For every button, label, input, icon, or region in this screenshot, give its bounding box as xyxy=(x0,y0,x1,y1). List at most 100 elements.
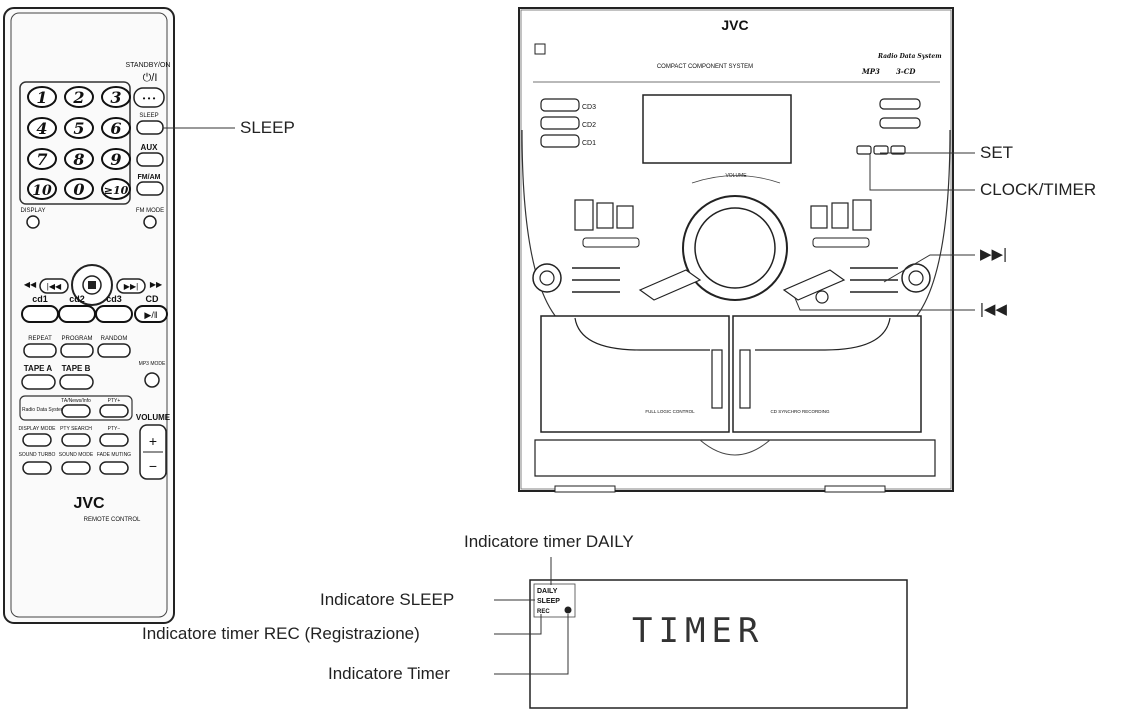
clock-timer-button[interactable] xyxy=(856,145,872,155)
svg-text:5: 5 xyxy=(73,119,84,138)
number-button[interactable] xyxy=(27,117,57,139)
sound-mode-button[interactable] xyxy=(61,461,91,475)
tape-a-button[interactable] xyxy=(21,374,56,390)
fmam-button[interactable] xyxy=(136,181,164,196)
sound-mode-label: SOUND MODE xyxy=(59,452,94,458)
number-button[interactable] xyxy=(27,86,57,108)
number-button[interactable] xyxy=(101,178,131,200)
fm-mode-label: FM MODE xyxy=(136,208,164,214)
svg-text:6: 6 xyxy=(110,119,121,138)
display-key-label: DISPLAY xyxy=(21,208,46,214)
unit-display-window xyxy=(642,94,792,164)
cd1-unit-label: CD1 xyxy=(582,140,596,147)
remote-control-label: REMOTE CONTROL xyxy=(84,517,141,523)
remote-control: STANDBY/ON ⏻/I • • • 1 2 3 4 5 6 7 8 9 xyxy=(3,7,175,624)
set-button[interactable] xyxy=(873,145,889,155)
unit-next-button[interactable] xyxy=(782,269,846,301)
full-logic-control-label: FULL LOGIC CONTROL xyxy=(645,409,695,414)
random-button[interactable] xyxy=(97,343,131,358)
fast-forward-icon: ▶▶ xyxy=(150,280,163,289)
svg-text:• • •: • • • xyxy=(143,94,156,103)
sleep-button[interactable] xyxy=(136,120,164,135)
cd2-unit-label: CD2 xyxy=(582,122,596,129)
svg-text:10: 10 xyxy=(32,183,52,199)
unit-right-cluster-button[interactable] xyxy=(810,205,828,229)
unit-right-bar-button[interactable] xyxy=(812,237,870,248)
number-buttons: 1 2 3 4 5 6 7 8 9 10 0 ≥10 xyxy=(27,86,131,200)
ta-news-info-button[interactable] xyxy=(61,404,91,418)
cd3-unit-label: CD3 xyxy=(582,104,596,111)
cd-play-button[interactable] xyxy=(134,305,168,323)
rds-label: Radio Data System xyxy=(22,407,65,413)
unit-small-button[interactable] xyxy=(890,145,906,155)
standby-symbol: ⏻/I xyxy=(143,72,158,84)
compact-component-system-label: COMPACT COMPONENT SYSTEM xyxy=(657,64,753,70)
tape-b-button[interactable] xyxy=(59,374,94,390)
number-button[interactable] xyxy=(64,117,94,139)
next-icon: ▶▶| xyxy=(124,282,138,291)
pty-search-label: PTY SEARCH xyxy=(60,426,92,432)
cd1-tray-button[interactable] xyxy=(540,134,580,148)
cd2-label: cd2 xyxy=(69,294,85,304)
tape-b-label: TAPE B xyxy=(62,364,91,373)
cd3-tray-button[interactable] xyxy=(540,98,580,112)
svg-text:3: 3 xyxy=(110,88,121,107)
pty-minus-label: PTY− xyxy=(108,426,121,432)
cd2-tray-button[interactable] xyxy=(540,116,580,130)
mp3-logo: MP3 xyxy=(861,67,880,76)
program-button[interactable] xyxy=(60,343,94,358)
svg-text:2: 2 xyxy=(72,88,84,107)
pty-search-button[interactable] xyxy=(61,433,91,447)
pty-plus-button[interactable] xyxy=(99,404,129,418)
repeat-button[interactable] xyxy=(23,343,57,358)
unit-right-button[interactable] xyxy=(879,117,921,129)
display-button[interactable] xyxy=(26,215,40,229)
right-foot xyxy=(824,485,886,493)
number-button[interactable] xyxy=(101,148,131,170)
next-callout-line xyxy=(883,254,975,283)
main-unit: JVC COMPACT COMPONENT SYSTEM Radio Data … xyxy=(518,7,954,493)
svg-text:8: 8 xyxy=(72,150,84,169)
number-button[interactable] xyxy=(27,148,57,170)
unit-right-button[interactable] xyxy=(879,98,921,110)
unit-left-bar-button[interactable] xyxy=(582,237,640,248)
ta-news-info-label: TA/News/Info xyxy=(61,398,91,404)
cd3-button[interactable] xyxy=(95,305,133,323)
standby-label: STANDBY/ON xyxy=(126,62,171,69)
number-button[interactable] xyxy=(64,148,94,170)
cd1-button[interactable] xyxy=(21,305,59,323)
prev-icon: |◀◀ xyxy=(47,282,62,291)
number-button[interactable] xyxy=(64,86,94,108)
unit-left-button[interactable] xyxy=(574,199,594,231)
cd3-label: cd3 xyxy=(106,294,122,304)
svg-text:0: 0 xyxy=(73,180,84,199)
sound-turbo-button[interactable] xyxy=(22,461,52,475)
standby-button[interactable] xyxy=(133,87,165,108)
fade-muting-button[interactable] xyxy=(99,461,129,475)
number-button[interactable] xyxy=(27,178,57,200)
fm-mode-button[interactable] xyxy=(143,215,157,229)
volume-knob[interactable] xyxy=(694,207,776,289)
unit-prev-button[interactable] xyxy=(638,269,702,301)
number-button[interactable] xyxy=(64,178,94,200)
aux-button[interactable] xyxy=(136,152,164,167)
display-mode-button[interactable] xyxy=(22,433,52,447)
rec-callout-line xyxy=(494,614,542,635)
number-button[interactable] xyxy=(101,86,131,108)
mp3-mode-button[interactable] xyxy=(144,372,160,388)
unit-left-button[interactable] xyxy=(616,205,634,229)
cd2-button[interactable] xyxy=(58,305,96,323)
pty-minus-button[interactable] xyxy=(99,433,129,447)
number-button[interactable] xyxy=(101,117,131,139)
next-button[interactable] xyxy=(116,278,146,294)
prev-button[interactable] xyxy=(39,278,69,294)
phones-jack xyxy=(815,290,829,304)
stop-icon xyxy=(88,281,96,289)
unit-right-cluster-button[interactable] xyxy=(831,202,849,229)
unit-right-cluster-button[interactable] xyxy=(852,199,872,231)
sleep-key-label: SLEEP xyxy=(139,113,158,119)
volume-label: VOLUME xyxy=(136,413,171,422)
cd1-label: cd1 xyxy=(32,294,48,304)
unit-left-button[interactable] xyxy=(596,202,614,229)
clock-timer-callout-line xyxy=(869,154,975,191)
